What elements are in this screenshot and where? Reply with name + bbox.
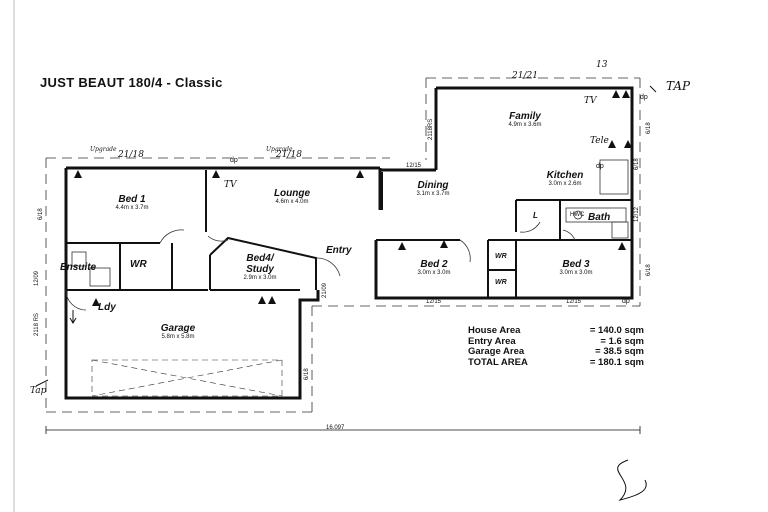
tele-annotation: Tele bbox=[590, 136, 609, 146]
dim-garage-door: 2118 RS bbox=[34, 313, 40, 336]
area-row: Garage Area= 38.5 sqm bbox=[468, 346, 644, 357]
upgrade-annotation: Upgrade bbox=[266, 146, 293, 153]
dim-garage-side: 6/18 bbox=[304, 368, 310, 380]
room-garage-name: Garage bbox=[160, 323, 196, 334]
room-garage-size: 5.8m x 5.8m bbox=[161, 334, 195, 340]
room-ensuite: Ensuite bbox=[60, 262, 97, 273]
dp-label: dp bbox=[622, 298, 630, 305]
room-wr-3: WR bbox=[495, 279, 507, 286]
dim-ensuite-side: 12/09 bbox=[34, 270, 40, 286]
tv-annotation: TV bbox=[584, 96, 597, 106]
outer-walls bbox=[64, 86, 634, 400]
room-family-size: 4.9m x 3.6m bbox=[508, 122, 542, 128]
room-bed3-size: 3.0m x 3.0m bbox=[559, 270, 593, 276]
dim-lounge-window: 21/18 bbox=[276, 150, 302, 160]
room-kitchen-size: 3.0m x 2.6m bbox=[548, 181, 582, 187]
garage-door bbox=[91, 359, 283, 397]
room-family: Family 4.9m x 3.6m bbox=[500, 111, 550, 129]
room-bed2-size: 3.0m x 3.0m bbox=[417, 270, 451, 276]
room-bed3-name: Bed 3 bbox=[562, 259, 590, 270]
tv-annotation: TV bbox=[224, 180, 237, 190]
dim-family-side: 6/18 bbox=[646, 122, 652, 134]
upgrade-annotation: Upgrade bbox=[90, 146, 117, 153]
dim-entry-door: 21/09 bbox=[322, 282, 328, 298]
room-bed4-name: Bed4/ Study bbox=[246, 253, 274, 275]
plan-title: JUST BEAUT 180/4 - Classic bbox=[40, 75, 223, 90]
room-wr-2: WR bbox=[495, 253, 507, 260]
dp-label: dp bbox=[230, 157, 238, 164]
room-dining-name: Dining bbox=[417, 180, 449, 191]
dim-family-side-2: 6/18 bbox=[634, 158, 640, 170]
room-bed1: Bed 1 4.4m x 3.7m bbox=[104, 194, 160, 212]
interior-walls bbox=[66, 170, 632, 298]
hwc-label: HWC bbox=[570, 212, 585, 218]
room-lounge-name: Lounge bbox=[273, 188, 311, 199]
room-bed3: Bed 3 3.0m x 3.0m bbox=[548, 259, 604, 277]
dim-dining-window: 12/15 bbox=[406, 163, 422, 169]
dim-bed1-side: 6/18 bbox=[38, 208, 44, 220]
dp-label: dp bbox=[596, 163, 604, 170]
area-row: House Area= 140.0 sqm bbox=[468, 325, 644, 336]
room-bed1-size: 4.4m x 3.7m bbox=[115, 205, 149, 211]
dim-bed1-window: 21/18 bbox=[118, 150, 144, 160]
room-bed4-size: 2.9m x 3.0m bbox=[243, 275, 277, 281]
room-kitchen-name: Kitchen bbox=[546, 170, 584, 181]
room-bed2: Bed 2 3.0m x 3.0m bbox=[406, 259, 462, 277]
room-kitchen: Kitchen 3.0m x 2.6m bbox=[535, 170, 595, 188]
room-bed2-name: Bed 2 bbox=[420, 259, 448, 270]
room-dining: Dining 3.1m x 3.7m bbox=[405, 180, 461, 198]
dim-bed3-window: 12/15 bbox=[566, 299, 582, 305]
room-bed4: Bed4/ Study 2.9m x 3.0m bbox=[234, 253, 286, 282]
tap-annotation: TAP bbox=[666, 79, 691, 93]
room-bath: Bath bbox=[588, 212, 611, 223]
room-entry: Entry bbox=[326, 245, 352, 256]
overall-dimension: 16.097 bbox=[326, 425, 345, 431]
room-lounge-size: 4.6m x 4.0m bbox=[275, 199, 309, 205]
room-family-name: Family bbox=[509, 111, 541, 122]
room-garage: Garage 5.8m x 5.8m bbox=[146, 323, 210, 341]
room-lounge: Lounge 4.6m x 4.0m bbox=[262, 188, 322, 206]
dim-family-window: 21/21 bbox=[512, 71, 538, 81]
dim-bed2-window: 12/15 bbox=[426, 299, 442, 305]
room-dining-size: 3.1m x 3.7m bbox=[416, 191, 450, 197]
dim-family-door: 2118RS bbox=[428, 118, 434, 140]
dim-bed3-side: 6/18 bbox=[646, 264, 652, 276]
area-row: Entry Area= 1.6 sqm bbox=[468, 335, 644, 347]
number-annotation: 13 bbox=[596, 60, 608, 70]
dp-label: dp bbox=[640, 94, 648, 101]
room-ldy: Ldy bbox=[98, 302, 116, 313]
dim-bath-side: 12/12 bbox=[634, 206, 640, 222]
tap-annotation: Tap bbox=[30, 386, 47, 396]
room-l: L bbox=[533, 211, 538, 220]
room-bed1-name: Bed 1 bbox=[118, 194, 146, 205]
area-row: TOTAL AREA= 180.1 sqm bbox=[468, 356, 644, 368]
room-wr-1: WR bbox=[130, 259, 147, 270]
area-summary: House Area= 140.0 sqm Entry Area= 1.6 sq… bbox=[468, 325, 644, 368]
